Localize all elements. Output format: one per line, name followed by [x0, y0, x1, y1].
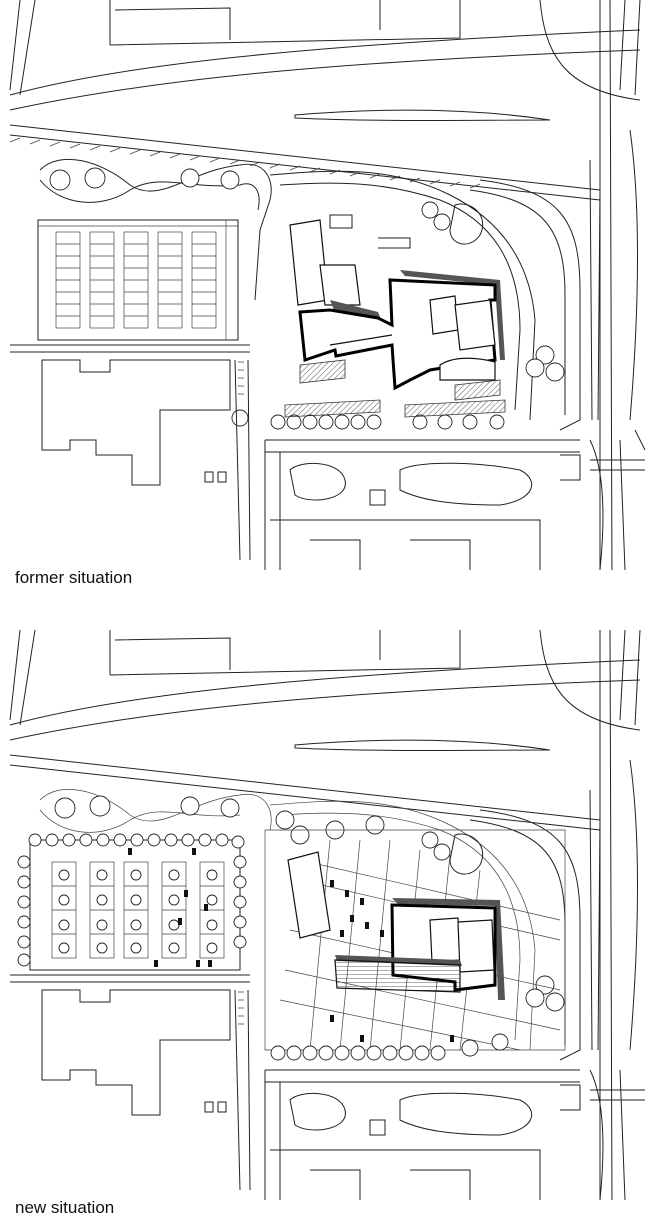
- road-network-south-former: [264, 439, 645, 570]
- site-plan-new-drawing: [9, 630, 645, 1200]
- trees-new: [54, 795, 565, 1012]
- parking-trees-ring: [17, 833, 247, 967]
- parking-lot-west-new: [10, 833, 250, 983]
- road-network-south-new: [264, 1069, 645, 1200]
- trees-south-row-new: [270, 1033, 509, 1061]
- park-paths-north: [39, 158, 536, 421]
- building-complex-former: [284, 214, 506, 418]
- building-southwest-new: [41, 989, 251, 1191]
- road-network-east: [469, 129, 646, 570]
- trees-former: [49, 167, 565, 430]
- road-network-north-new: [9, 630, 641, 1200]
- site-plan-new: [0, 630, 650, 1200]
- parking-lot-west-former: [10, 219, 250, 353]
- caption-new-situation: new situation: [15, 1198, 115, 1217]
- building-complex-new: [287, 851, 505, 1042]
- parked-cars-plaza: [330, 880, 454, 1042]
- road-network-north: [9, 0, 641, 570]
- site-plan-former: [0, 0, 650, 570]
- site-plan-former-drawing: [9, 0, 646, 570]
- building-southwest-former: [41, 359, 251, 561]
- parked-cars-west: [128, 848, 212, 967]
- caption-former-situation: former situation: [15, 568, 133, 587]
